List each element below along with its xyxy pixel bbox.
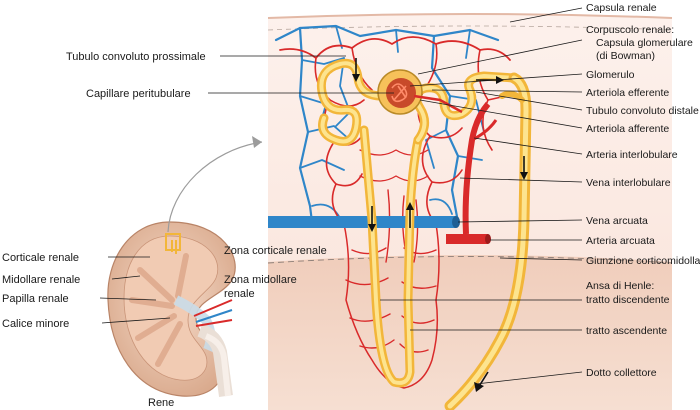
label-arteria-arcuata: Arteria arcuata (586, 235, 655, 247)
label-tubulo-convoluto-distale: Tubulo convoluto distale (586, 105, 699, 117)
label-arteriola-afferente: Arteriola afferente (586, 123, 669, 135)
label-corpuscolo-renale: Corpuscolo renale: (586, 24, 674, 36)
vena-arcuata-vessel (268, 216, 460, 228)
label-di-bowman: (di Bowman) (596, 50, 655, 62)
label-dotto-collettore: Dotto collettore (586, 367, 657, 379)
label-capillare-peritubulare: Capillare peritubulare (86, 88, 191, 100)
flow-arrows (352, 58, 528, 392)
label-arteria-interlobulare: Arteria interlobulare (586, 149, 678, 161)
label-arteriola-efferente: Arteriola efferente (586, 87, 669, 99)
label-corticale-renale: Corticale renale (2, 252, 79, 264)
arteria-arcuata-vessel (446, 102, 498, 244)
renal-corpuscle (377, 69, 463, 115)
label-tubulo-convoluto-prossimale: Tubulo convoluto prossimale (66, 51, 206, 63)
label-ansa-di-henle: Ansa di Henle: (586, 280, 654, 292)
label-glomerulo: Glomerulo (586, 69, 635, 81)
capsule-line (267, 25, 673, 31)
label-tratto-discendente: tratto discendente (586, 294, 670, 306)
corticomedullary-junction-line (267, 256, 673, 264)
label-calice-minore: Calice minore (2, 318, 69, 330)
leader-lines-left (99, 55, 394, 324)
label-giunzione-corticomidollare: Giunzione corticomidollare (586, 255, 700, 267)
label-tratto-ascendente: tratto ascendente (586, 325, 667, 337)
label-vena-arcuata: Vena arcuata (586, 215, 648, 227)
label-zona-midollare: Zona midollare (224, 274, 297, 286)
nephron-tubule (316, 58, 532, 410)
label-midollare-renale: Midollare renale (2, 274, 80, 286)
leader-lines-right (380, 7, 583, 385)
zoom-arrow-head (252, 136, 262, 148)
label-capsula-renale: Capsula renale (586, 2, 657, 14)
label-vena-interlobulare: Vena interlobulare (586, 177, 671, 189)
interlobular-artery (462, 102, 491, 235)
label-rene: Rene (148, 397, 174, 409)
label-papilla-renale: Papilla renale (2, 293, 69, 305)
label-zona-corticale-renale: Zona corticale renale (224, 245, 327, 257)
zoom-arrow (167, 141, 263, 233)
label-zona-midollare-renale: renale (224, 288, 255, 300)
kidney-illustration (107, 221, 236, 397)
tissue-block (267, 13, 673, 410)
label-capsula-glomerulare: Capsula glomerulare (596, 37, 693, 49)
